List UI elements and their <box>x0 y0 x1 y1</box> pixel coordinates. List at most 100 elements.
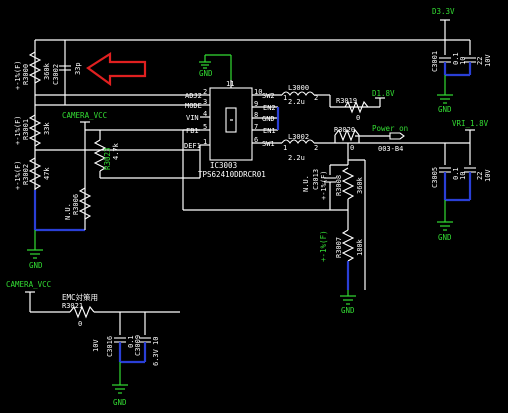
capacitor-c3001: C3001 0.1 22 10V 10 <box>431 51 492 77</box>
net-vri18: VRI_1.8V <box>452 119 489 128</box>
resistor-r3023: R3023 4.7k <box>93 130 201 179</box>
c3002-value: 33p <box>74 62 82 75</box>
r3007-value: 180k <box>356 238 364 256</box>
pin-num-7: 7 <box>254 123 258 131</box>
resistor-r3000: +-1%(F) R3000 360k <box>14 51 51 90</box>
capacitor-c3009: C3009 10 6.3V <box>134 312 160 366</box>
d18-net: D1.8V <box>372 89 395 107</box>
r3002-value: 47k <box>43 167 51 180</box>
gnd-c3005: GND <box>437 200 453 242</box>
ic-pin11: 11 <box>226 80 234 88</box>
ic3003: 11 <box>209 80 253 161</box>
c3016-v1: 10V <box>92 339 100 352</box>
pin-num-1: 1 <box>203 138 207 146</box>
gnd-c3001: GND <box>437 75 453 114</box>
gnd-label-4: GND <box>438 233 452 242</box>
c3009-ref: C3009 <box>134 335 142 356</box>
r3008-ref: R3008 <box>335 175 343 196</box>
pin-en1: EN1 <box>263 127 276 135</box>
pin-fb1: FB1 <box>186 127 199 135</box>
r3021-value: 0 <box>78 320 82 328</box>
c3009-v2: 6.3V <box>152 348 160 366</box>
r3001-value: 33k <box>43 122 51 135</box>
gnd-label-1: GND <box>29 261 43 270</box>
l3002-pin1: 1 <box>283 144 287 152</box>
pin-sw2: SW2 <box>262 92 275 100</box>
c3001-v2: 22 <box>476 57 484 65</box>
pin-num-10: 10 <box>254 88 262 96</box>
resistor-r3008: +-1%(F) R3008 360k <box>320 167 364 230</box>
c3005-v2: 22 <box>476 172 484 180</box>
r3006-ref: R3006 <box>72 194 80 215</box>
r3007-tol: +-1%(F) <box>319 230 328 262</box>
c3001-ref: C3001 <box>431 51 439 72</box>
pin-def1: DEF1 <box>184 142 201 150</box>
resistor-r3001: +-1%(F) R3001 33k <box>14 114 51 147</box>
c3001-v4: 10 <box>459 57 467 65</box>
camera-vcc-label-1: CAMERA_VCC <box>62 111 107 120</box>
ic-left-pins: ADJ2 2 MODE 3 VIN 4 FB1 5 DEF1 1 <box>184 88 210 150</box>
top-rail <box>34 39 445 230</box>
fb1-return <box>182 129 366 290</box>
gnd-label-3: GND <box>438 105 452 114</box>
camera-vcc-label-2: CAMERA_VCC <box>6 280 51 289</box>
pin-num-3: 3 <box>203 98 207 106</box>
r3008-value: 360k <box>356 176 364 194</box>
pin-num-6: 6 <box>254 136 258 144</box>
resistor-r3021: R3021 0 <box>62 302 180 328</box>
r3007-ref: R3007 <box>335 237 343 258</box>
gnd-r3007: GND <box>340 290 356 315</box>
resistor-r3020: R3020 0 <box>334 126 360 152</box>
r3001-ref: R3001 <box>22 119 30 140</box>
d3v3-net: D3.3V <box>432 7 471 55</box>
c3005-v1: 0.1 <box>452 167 460 180</box>
gnd-label-6: GND <box>113 398 127 407</box>
l3002-value: 2.2u <box>288 154 305 162</box>
net-d3v3: D3.3V <box>432 7 455 16</box>
r3019-ref: R3019 <box>336 97 357 105</box>
c3009-v1: 10 <box>152 337 160 345</box>
r3023-ref: R3023 <box>103 147 112 170</box>
c3013-ref: C3013 <box>312 169 320 190</box>
camera-vcc-bottom: CAMERA_VCC EMC対策用 <box>6 280 98 313</box>
c3016-ref: C3016 <box>106 336 114 357</box>
pin-adj2: ADJ2 <box>185 92 202 100</box>
pin-en2: EN2 <box>263 104 276 112</box>
c3002-ref: C3002 <box>52 64 60 85</box>
pin-vin: VIN <box>186 114 199 122</box>
capacitor-c3016: 10V C3016 0.1 <box>92 312 135 357</box>
pin-gnd: GND <box>262 115 275 123</box>
pin-num-5: 5 <box>203 123 207 131</box>
gnd-label-2: GND <box>199 69 213 78</box>
c3016-v2: 0.1 <box>127 335 135 348</box>
r3002-tol: +-1%(F) <box>14 160 22 190</box>
pin-sw1: SW1 <box>262 140 275 148</box>
r3000-tol: +-1%(F) <box>14 60 22 90</box>
l3000-ref: L3000 <box>288 84 309 92</box>
ic-ref: IC3003 <box>210 161 237 170</box>
resistor-r3019: R3019 0 <box>336 97 369 122</box>
c3005-v4: 10 <box>459 172 467 180</box>
l3000-pin1: 1 <box>283 94 287 102</box>
r3021-ref: R3021 <box>62 302 83 310</box>
c3001-v1: 0.1 <box>452 52 460 65</box>
inductor-l3000: L3000 2.2u 1 2 <box>281 84 380 108</box>
power-on-net: Power_on 003-B4 <box>355 124 408 153</box>
net-d18: D1.8V <box>372 89 395 98</box>
net-power-on: Power_on <box>372 124 408 133</box>
c3005-v3: 10V <box>484 169 492 182</box>
r3006-value: N.U. <box>64 203 72 220</box>
r3002-ref: R3002 <box>22 164 30 185</box>
r3019-value: 0 <box>356 114 360 122</box>
resistor-r3002: +-1%(F) R3002 47k <box>14 157 51 190</box>
r3023-value: 4.7k <box>112 142 120 160</box>
inductor-l3002: L3002 2.2u 1 2 <box>281 133 470 162</box>
l3000-value: 2.2u <box>288 98 305 106</box>
gnd-left: GND <box>27 230 43 270</box>
pin-mode: MODE <box>185 102 202 110</box>
r3001-tol: +-1%(F) <box>14 115 22 145</box>
gnd-label-5: GND <box>341 306 355 315</box>
resistor-r3007: +-1%(F) R3007 180k <box>319 229 364 290</box>
gnd-ic-top: GND <box>199 54 232 80</box>
fb1-network: N.U. C3013 <box>302 143 349 211</box>
